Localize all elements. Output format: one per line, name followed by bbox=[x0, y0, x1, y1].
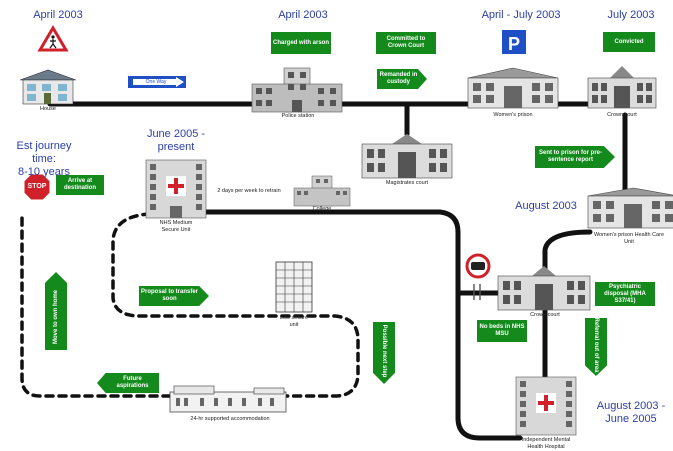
supported-accommodation-icon bbox=[169, 385, 287, 413]
caption-low-secure-unit: Low secure unit bbox=[279, 315, 309, 328]
one-way-sign-icon bbox=[128, 76, 186, 88]
date-june-2005: June 2005 - present bbox=[146, 128, 206, 153]
label-proposal-to-transfer: Proposal to transfer soon bbox=[139, 286, 209, 306]
label-move-to-own-home: Move to own home bbox=[52, 290, 59, 344]
barrier-icon bbox=[473, 284, 481, 300]
date-april-july: April - July 2003 bbox=[481, 9, 561, 21]
magistrates-court-icon bbox=[361, 134, 453, 179]
date-august-2003: August 2003 bbox=[515, 200, 577, 212]
one-way-text: One Way bbox=[145, 79, 167, 85]
svg-text:P: P bbox=[508, 34, 520, 54]
crown-court-top-icon bbox=[587, 66, 657, 109]
stop-sign-text: STOP bbox=[27, 183, 47, 190]
label-no-beds-nhs-msu: No beds in NHS MSU bbox=[477, 320, 527, 342]
label-arrive-at-destination: Arrive at destination bbox=[56, 175, 104, 195]
no-entry-sign-icon bbox=[465, 253, 491, 279]
label-convicted: Convicted bbox=[603, 32, 655, 52]
stop-sign-icon bbox=[23, 173, 51, 201]
caption-womens-health-unit: Women's prison Health Care Unit bbox=[593, 232, 665, 245]
label-possible-next-step: Possible next step bbox=[381, 324, 388, 378]
caption-crown-court-top: Crown court bbox=[607, 112, 637, 118]
caption-womens-prison: Women's prison bbox=[493, 112, 533, 118]
dashed-path bbox=[20, 212, 360, 398]
caption-police-station: Police station bbox=[281, 113, 315, 119]
label-charged-with-arson: Charged with arson bbox=[271, 32, 331, 54]
label-remanded-in-custody: Remanded in custody bbox=[377, 69, 427, 89]
low-secure-unit-icon bbox=[275, 261, 313, 313]
date-july: July 2003 bbox=[607, 9, 655, 21]
college-icon bbox=[293, 175, 351, 207]
womens-prison-icon bbox=[467, 67, 559, 109]
date-august-june: August 2003 - June 2005 bbox=[596, 400, 666, 425]
label-referral-out-of-area-box: Referral out of area bbox=[585, 318, 607, 376]
caption-retrain: 2 days per week to retrain bbox=[217, 188, 281, 194]
label-sent-to-prison: Sent to prison for pre-sentence report bbox=[535, 146, 615, 168]
caption-magistrates-court: Magistrates court bbox=[385, 180, 429, 186]
nhs-msu-icon bbox=[145, 159, 207, 219]
crown-court-mid-icon bbox=[497, 266, 591, 311]
road-msu-to-court bbox=[187, 209, 523, 441]
caption-crown-court-mid: Crown court bbox=[530, 312, 560, 318]
mental-health-hospital-icon bbox=[515, 376, 577, 436]
date-april-police: April 2003 bbox=[278, 9, 328, 21]
road-health-to-court bbox=[542, 229, 593, 303]
label-referral-out-of-area: Referral out of area bbox=[593, 317, 600, 373]
pedestrian-warning-icon bbox=[37, 25, 69, 52]
label-move-to-own-home-box: Move to own home bbox=[45, 272, 67, 350]
caption-supported-accommodation: 24-hr supported accommodation bbox=[190, 416, 270, 422]
womens-health-unit-icon bbox=[587, 187, 673, 229]
date-april-house: April 2003 bbox=[33, 9, 83, 21]
caption-college: College bbox=[312, 206, 332, 212]
house-icon bbox=[19, 69, 77, 105]
label-future-aspirations: Future aspirations bbox=[97, 373, 159, 393]
caption-mental-health-hospital: Independent Mental Health Hospital bbox=[521, 437, 571, 450]
police-station-icon bbox=[251, 67, 343, 113]
label-possible-next-step-box: Possible next step bbox=[373, 322, 395, 384]
journey-time: Est journey time: 8-10 years bbox=[16, 140, 72, 178]
label-committed-to-crown-court: Committed to Crown Court bbox=[376, 32, 436, 54]
label-psychiatric-disposal: Psychiatric disposal (MHA S37/41) bbox=[595, 282, 655, 306]
caption-house: House bbox=[40, 106, 56, 112]
parking-sign-icon: P bbox=[502, 30, 526, 54]
caption-nhs-msu: NHS Medium Secure Unit bbox=[159, 220, 193, 233]
